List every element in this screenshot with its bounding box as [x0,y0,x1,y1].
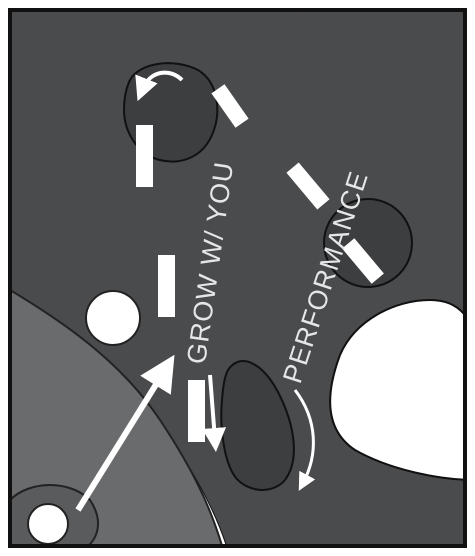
mount-hole-upper [86,291,140,345]
mount-hole-lower [28,504,68,544]
dash-mark [136,125,153,187]
dash-mark [188,380,205,442]
dash-mark [158,255,175,317]
